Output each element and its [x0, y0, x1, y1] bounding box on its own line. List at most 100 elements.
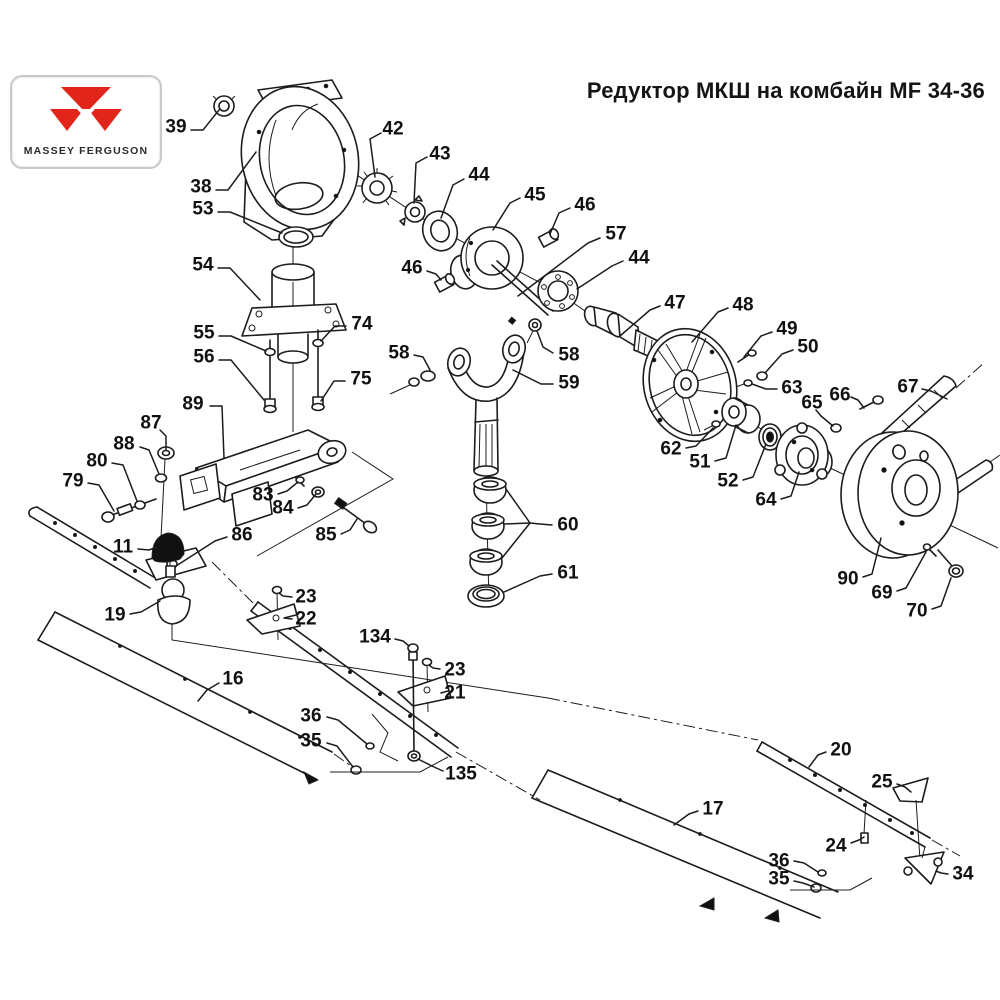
part-bolt-134-135 — [407, 643, 421, 762]
leader-line — [218, 359, 265, 401]
leader-line — [217, 211, 283, 234]
leader-line — [297, 493, 317, 509]
part-label-90: 90 — [837, 569, 858, 590]
leader-line — [111, 462, 138, 502]
part-clip-35-36-left — [330, 713, 449, 775]
leader-line — [685, 427, 714, 449]
part-label-35: 35 — [768, 869, 790, 890]
part-bearing-42 — [357, 168, 398, 206]
leader-line — [896, 551, 927, 592]
leader-line — [215, 151, 257, 191]
massey-ferguson-logo: MASSEY FERGUSON — [10, 75, 162, 169]
part-label-42: 42 — [382, 119, 403, 140]
part-hub-64 — [774, 422, 833, 486]
part-housing-38 — [240, 79, 360, 241]
part-label-46: 46 — [574, 195, 595, 216]
leader-line — [673, 810, 699, 826]
part-label-36: 36 — [300, 706, 321, 727]
part-rings-60 — [469, 476, 507, 576]
part-label-23: 23 — [444, 660, 465, 681]
part-washer-84 — [311, 486, 325, 498]
part-plate-34 — [903, 846, 945, 885]
part-label-69: 69 — [871, 583, 892, 604]
part-label-67: 67 — [897, 377, 918, 398]
part-bar-17 — [531, 769, 839, 923]
leader-line — [517, 237, 601, 297]
part-arm-89 — [179, 429, 347, 527]
part-stud-49 — [737, 349, 757, 363]
part-stud-55-56 — [263, 339, 277, 414]
part-label-66: 66 — [829, 385, 850, 406]
leader-line — [691, 307, 729, 343]
part-label-53: 53 — [192, 199, 213, 220]
part-housing-45 — [449, 226, 524, 290]
leader-line — [326, 742, 354, 768]
part-knife-25 — [892, 777, 929, 861]
part-pin-86 — [165, 560, 176, 578]
part-label-57: 57 — [605, 224, 626, 245]
part-label-59: 59 — [558, 373, 579, 394]
part-label-19: 19 — [104, 605, 125, 626]
leader-line — [129, 600, 161, 615]
leader-line — [549, 207, 571, 235]
part-label-63: 63 — [781, 378, 802, 399]
part-bushing-51 — [721, 397, 761, 434]
leader-line — [793, 880, 815, 888]
part-label-79: 79 — [62, 471, 83, 492]
part-label-85: 85 — [315, 525, 337, 546]
leader-line — [137, 546, 158, 551]
part-pin-62 — [703, 420, 721, 431]
leader-line — [217, 267, 261, 301]
part-bolt-70 — [937, 549, 964, 578]
leader-line — [850, 396, 865, 409]
part-washer-88 — [154, 473, 168, 483]
part-bolt-85 — [333, 496, 378, 534]
part-ring-61 — [467, 584, 505, 608]
part-label-48: 48 — [732, 295, 753, 316]
leader-line — [503, 573, 553, 593]
part-label-35: 35 — [300, 731, 322, 752]
leader-line — [326, 716, 368, 745]
part-label-64: 64 — [755, 490, 777, 511]
leader-line — [218, 335, 267, 352]
part-label-17: 17 — [702, 799, 723, 820]
part-label-11: 11 — [113, 537, 134, 558]
leader-line — [503, 522, 531, 525]
part-label-74: 74 — [351, 314, 373, 335]
part-bolt-46b — [433, 272, 456, 293]
leader-line — [501, 522, 531, 559]
part-label-60: 60 — [557, 515, 578, 536]
part-knife-21 — [397, 657, 452, 713]
part-label-46: 46 — [401, 258, 422, 279]
part-screw-69 — [922, 543, 937, 557]
leader-line — [714, 424, 737, 462]
part-bearing-44 — [421, 210, 459, 252]
leader-line — [320, 380, 346, 402]
leader-line — [440, 690, 449, 694]
part-label-89: 89 — [182, 394, 203, 415]
part-label-54: 54 — [192, 255, 214, 276]
part-label-58: 58 — [388, 343, 409, 364]
part-bolt-79-80 — [101, 498, 157, 523]
part-label-55: 55 — [193, 323, 215, 344]
part-label-49: 49 — [776, 319, 797, 340]
part-label-87: 87 — [140, 413, 161, 434]
leader-line — [209, 405, 225, 459]
part-pulley-90 — [840, 430, 959, 559]
part-label-24: 24 — [825, 836, 847, 857]
part-label-45: 45 — [524, 185, 546, 206]
part-label-36: 36 — [768, 851, 789, 872]
leader-line — [742, 443, 767, 481]
leader-line — [808, 751, 827, 768]
part-bolt-66 — [859, 395, 884, 410]
part-label-20: 20 — [830, 740, 851, 761]
part-clip-35-36-right — [790, 869, 873, 893]
part-label-23: 23 — [295, 587, 316, 608]
page-title: Редуктор МКШ на комбайн MF 34-36 — [586, 78, 985, 103]
leader-line — [743, 331, 773, 358]
part-label-44: 44 — [468, 165, 490, 186]
part-label-70: 70 — [906, 601, 927, 622]
leader-line — [619, 305, 661, 337]
